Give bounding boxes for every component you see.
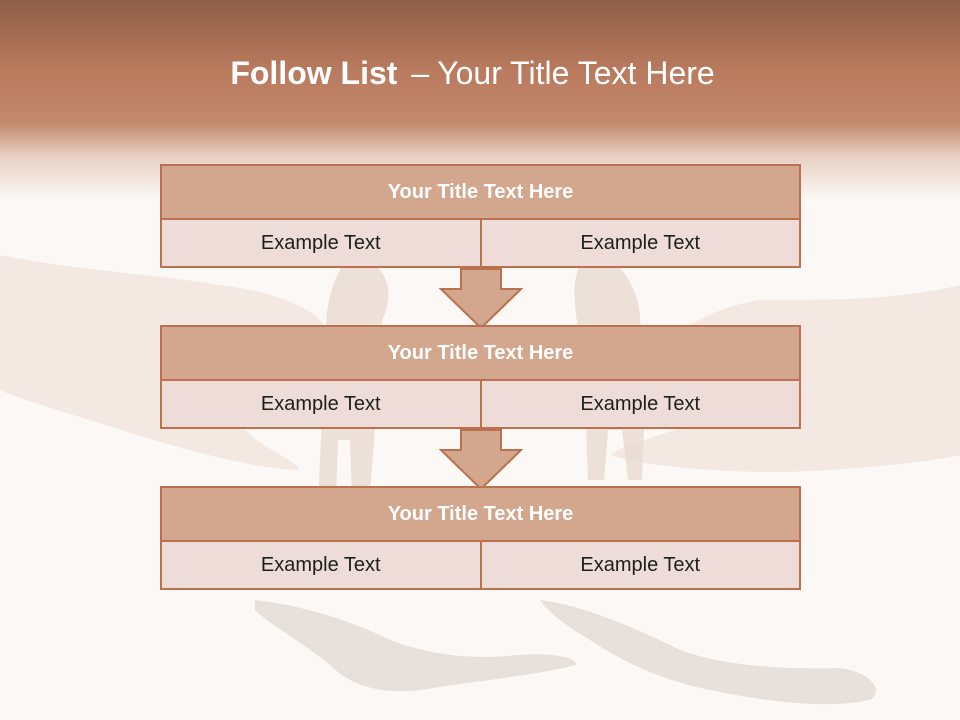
block-cell-left: Example Text (160, 540, 482, 590)
list-block-2: Your Title Text Here Example Text Exampl… (160, 325, 801, 429)
block-cell-left: Example Text (160, 379, 482, 429)
list-block-1: Your Title Text Here Example Text Exampl… (160, 164, 801, 268)
block-title: Your Title Text Here (160, 164, 801, 220)
block-cell-right: Example Text (479, 218, 801, 268)
title-dash: – (411, 55, 430, 91)
block-cell-right: Example Text (479, 379, 801, 429)
title-rest: Your Title Text Here (437, 55, 715, 91)
down-arrow-icon (439, 268, 523, 330)
block-row: Example Text Example Text (160, 540, 801, 590)
block-title: Your Title Text Here (160, 486, 801, 542)
block-row: Example Text Example Text (160, 379, 801, 429)
slide-title: Follow List–Your Title Text Here (0, 55, 945, 92)
block-cell-left: Example Text (160, 218, 482, 268)
list-block-3: Your Title Text Here Example Text Exampl… (160, 486, 801, 590)
block-row: Example Text Example Text (160, 218, 801, 268)
down-arrow-icon (439, 429, 523, 491)
block-cell-right: Example Text (479, 540, 801, 590)
block-title: Your Title Text Here (160, 325, 801, 381)
title-bold-part: Follow List (230, 55, 398, 91)
